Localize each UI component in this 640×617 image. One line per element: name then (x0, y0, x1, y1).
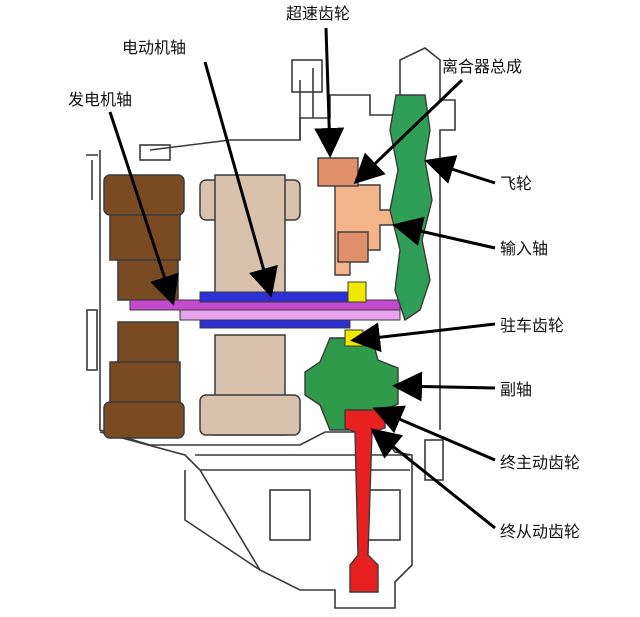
motor-shaft (199, 291, 351, 303)
overdrive-gear (317, 157, 359, 187)
bearing-yellow (347, 281, 367, 303)
input-shaft-hub (334, 184, 401, 276)
arrow-motor-shaft (203, 61, 278, 298)
housing-outline (86, 47, 456, 609)
arrow-generator-shaft (108, 111, 179, 306)
motor-shaft-lower (199, 319, 351, 329)
arrow-final-driven-gear (370, 428, 496, 530)
arrow-parking-gear (350, 322, 496, 353)
arrow-countershaft (392, 371, 496, 402)
label-final-driven-gear: 终从动齿轮 (500, 522, 581, 541)
clutch-assembly (317, 157, 401, 303)
arrow-overdrive-gear (314, 27, 345, 158)
label-parking-gear: 驻车齿轮 (500, 316, 565, 335)
final-gears (344, 409, 386, 593)
label-flywheel: 飞轮 (500, 174, 533, 193)
annotation-arrows (108, 27, 496, 530)
arrow-clutch-assembly (353, 78, 464, 185)
label-final-drive-gear: 终主动齿轮 (500, 453, 581, 472)
arrow-final-drive-gear (372, 405, 496, 462)
flywheel (389, 94, 433, 322)
label-clutch-assembly: 离合器总成 (442, 57, 523, 76)
arrow-input-shaft (392, 216, 496, 250)
label-overdrive-gear: 超速齿轮 (286, 4, 351, 23)
arrow-flywheel (424, 155, 496, 185)
label-input-shaft: 输入轴 (500, 239, 549, 258)
label-generator-shaft: 发电机轴 (68, 90, 133, 109)
generator-rotor (103, 174, 185, 439)
clutch-pack (337, 231, 369, 263)
label-motor-shaft: 电动机轴 (122, 38, 187, 57)
label-countershaft: 副轴 (500, 380, 533, 399)
generator-shaft-hollow (179, 309, 401, 321)
